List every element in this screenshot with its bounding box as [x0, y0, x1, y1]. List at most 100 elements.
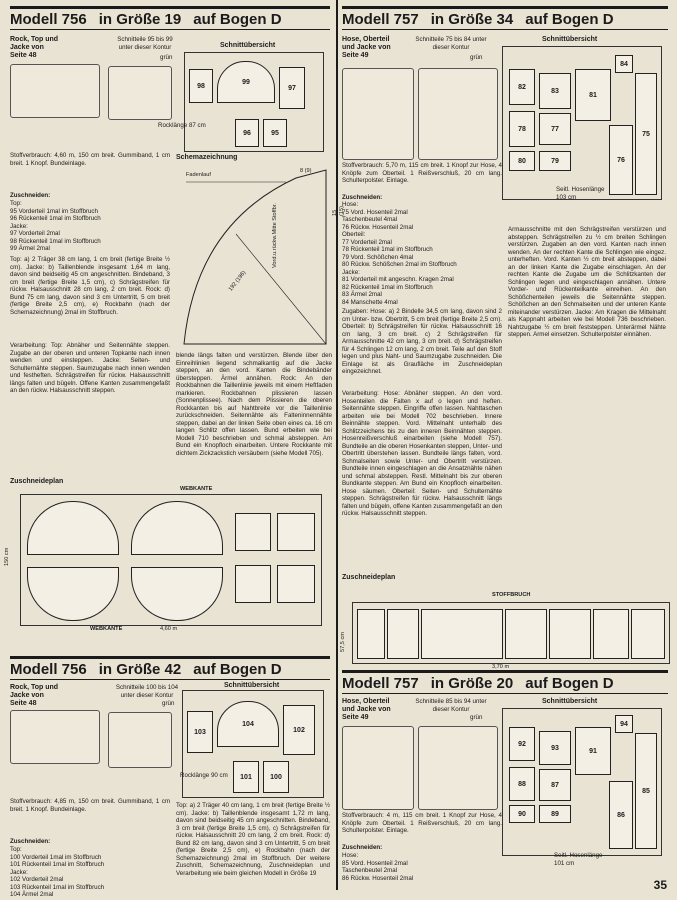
layout-piece	[421, 609, 503, 659]
overview-frame: 92 93 91 94 88 87 90 89 86 85	[502, 708, 662, 856]
overview-frame: 98 99 97 96 95	[184, 52, 324, 152]
pattern-note: Schnitteile 95 bis 99 unter dieser Kontu…	[117, 36, 173, 51]
piece-98: 98	[189, 69, 213, 103]
piece-89: 89	[539, 805, 571, 823]
layout-piece	[387, 609, 419, 659]
piece-92: 92	[509, 727, 535, 761]
garments-label: Hose, Oberteil und Jacke von Seite 49	[342, 698, 391, 721]
length-note: Rocklänge 90 cm	[180, 772, 228, 779]
model-title: Modell 757	[342, 11, 419, 28]
overview-title: Schnittübersicht	[542, 698, 598, 705]
pieces-title: Zuschneiden:	[342, 844, 383, 851]
garments-label: Rock, Top und Jacke von Seite 48	[10, 36, 59, 59]
layout-piece	[131, 567, 223, 621]
layout-piece	[593, 609, 629, 659]
skirt-sketch	[108, 66, 172, 120]
pieces-list: Top: 100 Vorderteil 1mal im Stoffbruch 1…	[10, 846, 170, 899]
piece-line: Taschenbeutel 2mal	[342, 867, 398, 874]
layout-piece	[549, 609, 591, 659]
fashion-sketch	[418, 726, 498, 810]
model-title: Modell 756	[10, 661, 87, 678]
piece-82: 82	[509, 69, 535, 105]
fashion-sketch	[342, 68, 414, 160]
piece-line: Oberteil:	[342, 231, 366, 238]
instruction-text: Verarbeitung: Hose: Abnäher steppen. An …	[342, 390, 502, 517]
layout-piece	[131, 501, 223, 555]
scheme-label: Vord.u.rückw.Mitte Stoffbr.	[272, 203, 278, 268]
length-note: Seitl. Hosenlänge 101 cm	[554, 852, 603, 867]
pattern-note: Schnitteile 85 bis 94 unter dieser Kontu…	[415, 698, 487, 713]
piece-line: 98 Rückenteil 1mal im Stoffbruch	[10, 237, 101, 245]
piece-78: 78	[509, 111, 535, 147]
layout-title: Zuschneideplan	[10, 478, 64, 485]
piece-line: 76 Rückw. Hosenteil 2mal	[342, 223, 414, 231]
section-756-size-19: Modell 756 in Größe 19 auf Bogen D Rock,…	[4, 6, 345, 632]
layout-piece	[235, 565, 271, 603]
model-title: Modell 756	[10, 11, 87, 28]
piece-line: 85 Vord. Hosenteil 2mal	[342, 859, 408, 867]
piece-line: 95 Vorderteil 1mal im Stoffbruch	[10, 207, 98, 215]
pieces-list: Top: 95 Vorderteil 1mal im Stoffbruch 96…	[10, 200, 170, 253]
materials-text: Stoffverbrauch: 4,60 m, 150 cm breit. Gu…	[10, 152, 170, 167]
scheme-label: Fadenlauf	[186, 172, 211, 178]
scheme-title: Schemazeichnung	[176, 154, 238, 161]
piece-97: 97	[279, 67, 305, 109]
piece-84: 84	[615, 55, 633, 73]
contour-color: grün	[470, 714, 483, 721]
layout-label: 4,60 m	[160, 626, 178, 632]
overview-title: Schnittübersicht	[224, 682, 280, 689]
section-757-size-20: Modell 757 in Größe 20 auf Bogen D Hose,…	[342, 670, 668, 882]
sheet-label: auf Bogen D	[525, 675, 614, 692]
piece-93: 93	[539, 731, 571, 765]
layout-label: 3,70 m	[492, 664, 510, 670]
layout-piece	[277, 513, 315, 551]
piece-line: 82 Rückenteil 1mal im Stoffbruch	[342, 283, 433, 291]
piece-line: 103 Rückenteil 1mal im Stoffbruch	[10, 883, 105, 891]
piece-line: 84 Manschette 4mal	[342, 298, 398, 306]
piece-104: 104	[217, 701, 279, 747]
piece-102: 102	[283, 705, 315, 755]
layout-label: WEBKANTE	[90, 626, 123, 632]
layout-label: WEBKANTE	[180, 486, 213, 492]
piece-99: 99	[217, 61, 275, 103]
section-header: Modell 757 in Größe 34 auf Bogen D	[342, 6, 668, 30]
skirt-sketch	[108, 712, 172, 768]
layout-piece	[27, 567, 119, 621]
piece-91: 91	[575, 727, 611, 775]
piece-103: 103	[187, 711, 213, 753]
cutting-layout	[352, 602, 670, 664]
piece-line: Jacke:	[10, 222, 28, 230]
materials-text: Stoffverbrauch: 5,70 m, 115 cm breit. 1 …	[342, 162, 502, 184]
instruction-text: Top: a) 2 Träger 38 cm lang, 1 cm breit …	[10, 256, 170, 316]
piece-95: 95	[263, 119, 287, 147]
instruction-text: blende längs falten und verstürzen. Blen…	[176, 352, 332, 457]
length-note: Rocklänge 87 cm	[158, 122, 206, 129]
piece-101: 101	[233, 761, 259, 793]
piece-line: Hose:	[342, 201, 359, 208]
section-header: Modell 756 in Größe 42 auf Bogen D	[10, 656, 330, 680]
piece-75: 75	[635, 73, 657, 195]
layout-title: Zuschneideplan	[342, 574, 396, 581]
overview-title: Schnittübersicht	[542, 36, 598, 43]
layout-label: STOFFBRUCH	[492, 592, 531, 598]
piece-79: 79	[539, 151, 571, 171]
size-label: in Größe 42	[98, 661, 182, 678]
sheet-label: auf Bogen D	[193, 11, 282, 28]
piece-line: Taschenbeutel 4mal	[342, 216, 398, 223]
sheet-label: auf Bogen D	[193, 661, 282, 678]
piece-line: 102 Vorderteil 2mal	[10, 876, 64, 883]
cutting-layout	[20, 494, 322, 626]
piece-line: 86 Rückw. Hosenteil 2mal	[342, 874, 414, 882]
piece-line: Top:	[10, 846, 22, 853]
piece-line: Jacke:	[10, 868, 28, 876]
size-label: in Größe 34	[430, 11, 514, 28]
model-title: Modell 757	[342, 675, 419, 692]
piece-85: 85	[635, 733, 657, 849]
piece-86: 86	[609, 781, 633, 849]
sheet-label: auf Bogen D	[525, 11, 614, 28]
overview-frame: 103 104 102 101 100	[182, 690, 324, 798]
piece-83: 83	[539, 73, 571, 109]
pieces-list: Hose: 75 Vord. Hosenteil 2mal Taschenbeu…	[342, 201, 502, 306]
piece-line: 80 Rückw. Schößchen 2mal im Stoffbruch	[342, 261, 457, 268]
